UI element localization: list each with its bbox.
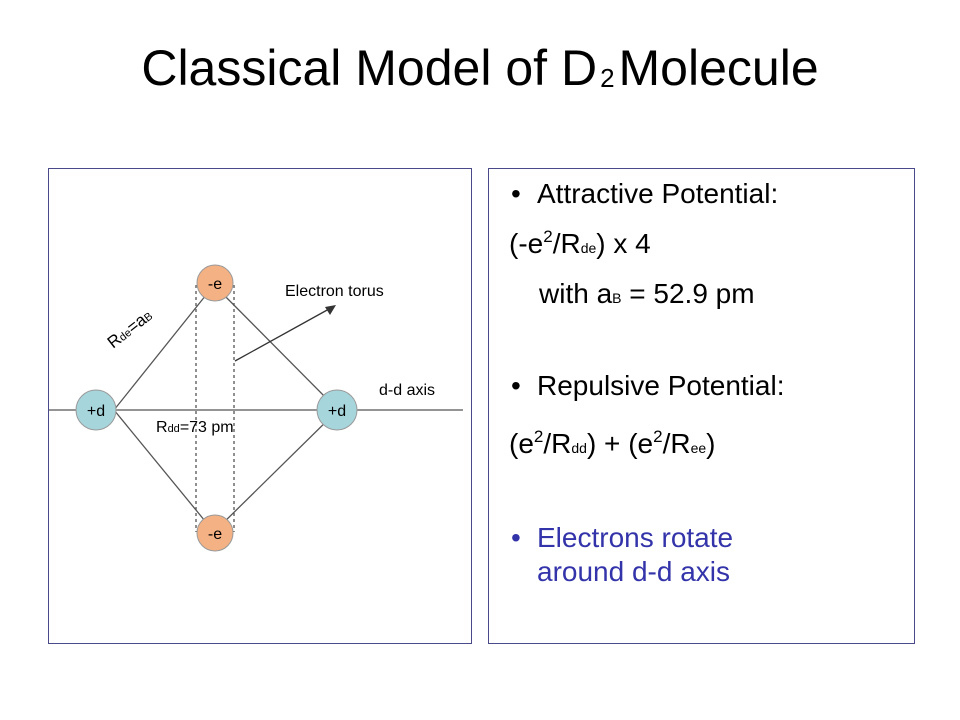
- af-mid: /R: [552, 228, 581, 259]
- bohr-pre: with a: [539, 278, 613, 309]
- title-tail: Molecule: [618, 40, 819, 96]
- deuteron-left-circle: [75, 389, 117, 431]
- bond-line-bottom-left: [113, 409, 215, 533]
- rf-p2: /R: [543, 428, 572, 459]
- rf-sub1: dd: [571, 440, 587, 456]
- bond-line-top-right: [213, 284, 339, 411]
- rdd-main: R: [156, 419, 168, 436]
- text-panel: • Attractive Potential: (-e2/Rde) x 4 wi…: [488, 168, 915, 644]
- rf-p5: ): [706, 428, 716, 459]
- electrons-rotate-text: Electrons rotate: [537, 522, 734, 553]
- rf-p4: /R: [662, 428, 691, 459]
- attractive-heading: Attractive Potential:: [537, 178, 779, 209]
- bohr-sub: B: [612, 290, 622, 306]
- bohr-post: = 52.9 pm: [621, 278, 755, 309]
- diagram-panel: -e -e +d +d Electron torus d-d axis Rdd=…: [48, 168, 472, 644]
- molecule-diagram: -e -e +d +d Electron torus d-d axis Rdd=…: [49, 264, 463, 552]
- af-sub: de: [580, 240, 597, 256]
- deuteron-right-circle: [316, 389, 358, 431]
- rdd-sub: dd: [168, 423, 180, 435]
- deuteron-left-label: +d: [87, 403, 105, 420]
- attractive-formula: (-e2/Rde) x 4: [509, 227, 651, 265]
- deuteron-right-label: +d: [328, 403, 346, 420]
- title-subscript: 2: [600, 63, 615, 93]
- bullet-attractive: •: [511, 178, 521, 209]
- bond-line-bottom-right: [213, 409, 339, 533]
- torus-arrow-head: [325, 305, 336, 315]
- rde-sub: de: [117, 327, 134, 344]
- electron-bottom-label: -e: [208, 526, 222, 543]
- rf-sup1: 2: [533, 427, 544, 446]
- bohr-radius-line: with aB = 52.9 pm: [539, 277, 755, 315]
- repulsive-formula: (e2/Rdd) + (e2/Ree): [509, 427, 715, 465]
- rf-p3: ) + (e: [586, 428, 654, 459]
- rf-p1: (e: [509, 428, 534, 459]
- bullet-electrons: •: [511, 522, 521, 553]
- rf-sup2: 2: [653, 427, 663, 446]
- af-open: (-e: [509, 228, 544, 259]
- electron-torus-label: Electron torus: [285, 283, 384, 300]
- electron-top-circle: [196, 264, 234, 302]
- rde-label: Rde=aB: [104, 306, 156, 353]
- rf-sub2: ee: [690, 440, 707, 456]
- rdd-label: Rdd=73 pm: [156, 419, 234, 436]
- electron-top-label: -e: [208, 276, 222, 293]
- title-main: Classical Model of D: [141, 40, 598, 96]
- af-sup: 2: [543, 227, 553, 246]
- repulsive-heading: Repulsive Potential:: [537, 370, 785, 401]
- bullet-repulsive: •: [511, 370, 521, 401]
- around-axis-text: around d-d axis: [537, 556, 731, 587]
- bond-line-top-left: [113, 284, 215, 411]
- torus-arrow-line: [234, 308, 330, 362]
- electrons-line-2: around d-d axis: [537, 555, 730, 589]
- electron-bottom-circle: [196, 514, 234, 552]
- repulsive-heading-line: • Repulsive Potential:: [511, 369, 785, 403]
- electrons-line-1: • Electrons rotate: [511, 521, 734, 555]
- dd-axis-label: d-d axis: [379, 382, 435, 399]
- attractive-heading-line: • Attractive Potential:: [511, 177, 779, 211]
- af-close: ) x 4: [596, 228, 651, 259]
- rdd-value: =73 pm: [180, 419, 234, 436]
